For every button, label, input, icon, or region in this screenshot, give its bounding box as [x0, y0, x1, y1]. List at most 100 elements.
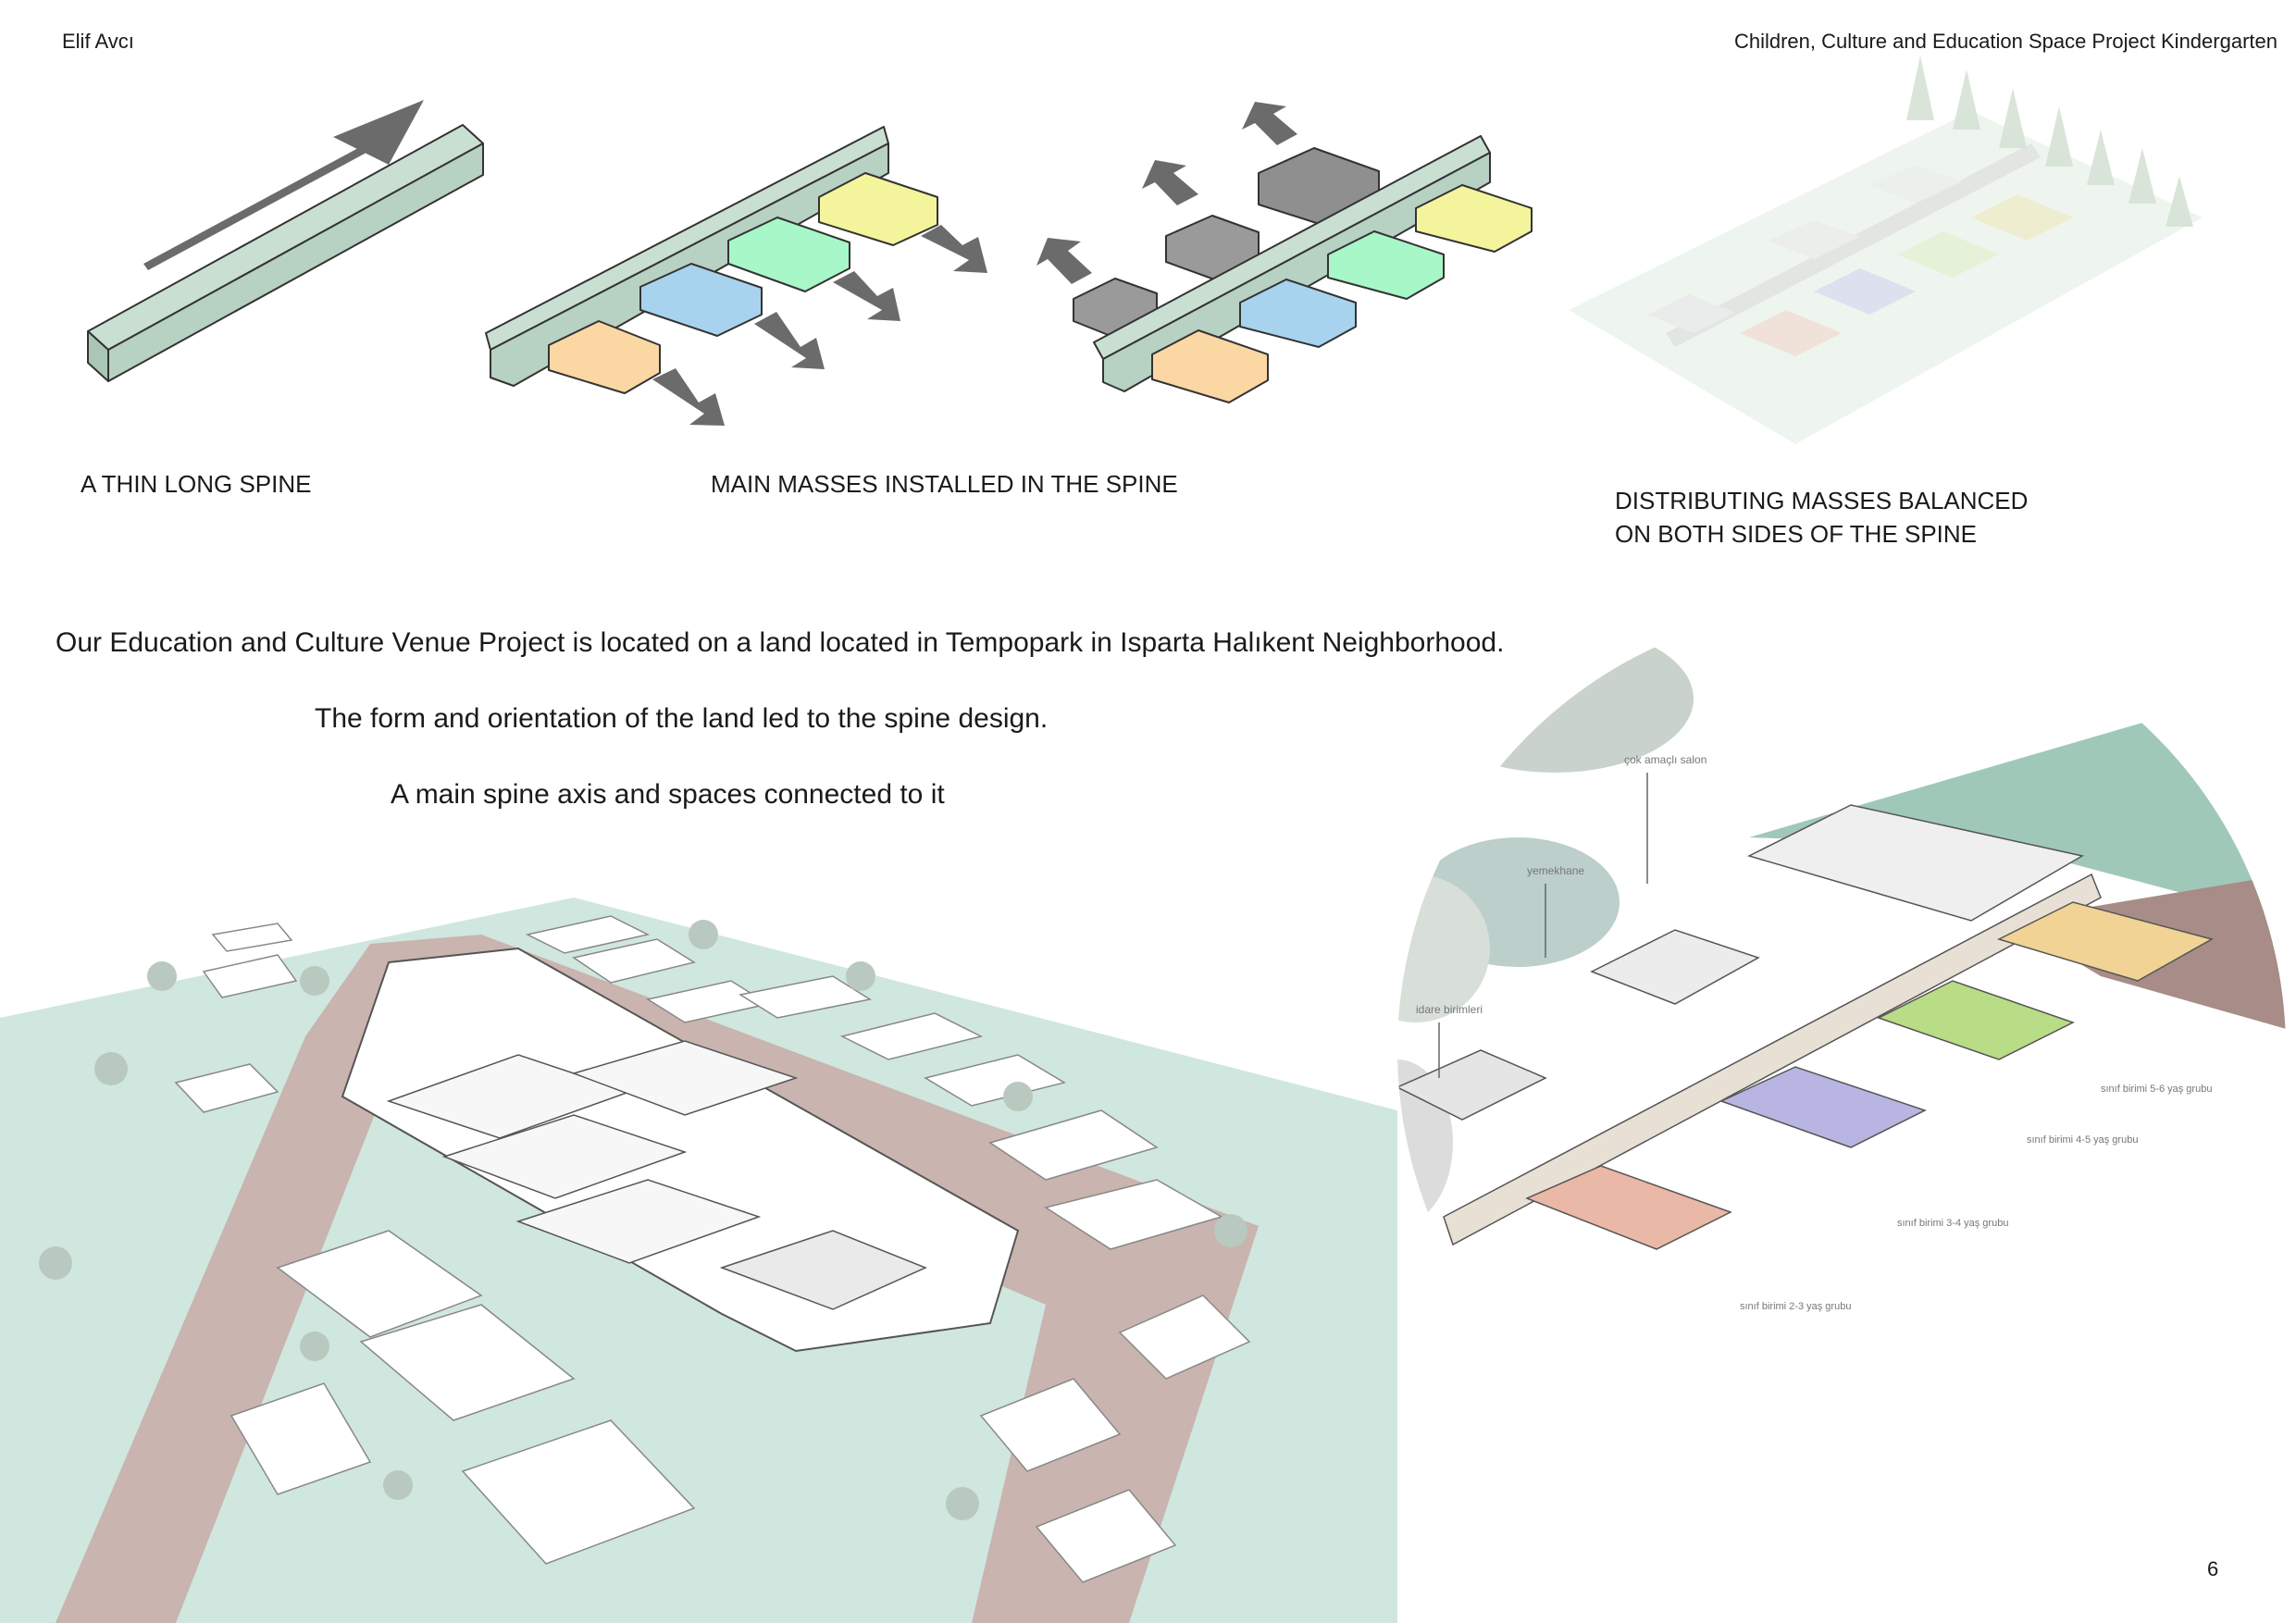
neighbour-building: [461, 1419, 696, 1565]
author-name: Elif Avcı: [62, 30, 134, 53]
label-dining-hall: yemekhane: [1527, 864, 1584, 877]
direction-arrow-head: [333, 100, 424, 165]
dining-hall: [1590, 929, 1760, 1005]
neighbour-building: [276, 1230, 483, 1338]
neighbour-building: [1118, 1295, 1251, 1380]
spine-top: [87, 124, 484, 351]
caption-step1: A THIN LONG SPINE: [81, 470, 312, 498]
tree: [1003, 1082, 1033, 1111]
neighbour-building: [839, 1012, 984, 1060]
tree: [383, 1470, 413, 1500]
spine-diagram: [87, 100, 484, 382]
arrow: [1036, 238, 1092, 284]
mass-orange: [548, 320, 661, 394]
tree: [1214, 1214, 1247, 1247]
amphitheatre: [719, 1230, 927, 1310]
spine-side: [107, 142, 484, 382]
neighbour-building: [525, 915, 651, 954]
class-unit-3-4: [1719, 1066, 1927, 1148]
faded-spine: [1666, 143, 2041, 347]
neighbour-building: [1035, 1489, 1177, 1583]
faded-mass: [1897, 231, 1999, 278]
caption-step3: DISTRIBUTING MASSES BALANCED ON BOTH SID…: [1615, 487, 2029, 548]
tree: [1999, 88, 2027, 148]
description-line-1: Our Education and Culture Venue Project …: [56, 627, 1505, 658]
tree: [2045, 106, 2073, 167]
mass-yellow: [1415, 184, 1533, 253]
mass-green: [727, 217, 850, 292]
label-class-3-4: sınıf birimi 3-4 yaş grubu: [1897, 1218, 2008, 1229]
caption-step2: MAIN MASSES INSTALLED IN THE SPINE: [711, 470, 1178, 498]
tree: [689, 920, 718, 949]
faded-mass: [1971, 194, 2073, 241]
faded-mass: [1740, 310, 1842, 356]
administration-block: [1397, 1049, 1547, 1121]
tree: [300, 966, 329, 996]
faded-mass: [1768, 220, 1860, 259]
neighbour-building: [211, 923, 293, 952]
neighbour-building: [988, 1109, 1159, 1181]
building-block: [441, 1114, 688, 1199]
page-number: 6: [2207, 1557, 2219, 1580]
label-class-4-5: sınıf birimi 4-5 yaş grubu: [2027, 1134, 2138, 1146]
tree: [2087, 130, 2115, 185]
tree: [39, 1246, 72, 1280]
site-perspective: [1569, 56, 2203, 444]
neighbour-building: [572, 938, 696, 984]
neighbour-building: [738, 975, 872, 1019]
green-wedge: [1749, 708, 2286, 921]
neighbour-building: [1044, 1179, 1223, 1250]
arrow: [652, 368, 725, 426]
building-block: [571, 1040, 799, 1116]
neighbour-building: [359, 1304, 576, 1421]
tree: [1953, 69, 1980, 130]
neighbour-building: [924, 1054, 1066, 1107]
axonometric-plan: çok amaçlı salon yemekhane idare birimle…: [1397, 643, 2286, 1476]
label-class-2-3: sınıf birimi 2-3 yaş grubu: [1740, 1301, 1851, 1312]
direction-arrow: [143, 134, 389, 270]
mass-orange: [1151, 329, 1269, 403]
neighbour-building: [230, 1382, 372, 1495]
tree: [846, 961, 875, 991]
label-class-5-6: sınıf birimi 5-6 yaş grubu: [2101, 1084, 2212, 1095]
arrow: [833, 271, 900, 321]
mass-green: [1327, 230, 1445, 300]
neighbour-building: [202, 954, 298, 998]
faded-mass: [1647, 294, 1735, 333]
building-block: [515, 1179, 762, 1264]
class-unit-2-3: [1525, 1165, 1732, 1250]
arrow: [1142, 160, 1198, 205]
tree: [1906, 56, 1934, 120]
multipurpose-hall: [1746, 804, 2085, 922]
corridor-spine: [1443, 873, 2102, 1246]
description-line-3: A main spine axis and spaces connected t…: [391, 779, 945, 810]
neighbour-building: [979, 1378, 1122, 1472]
mass-blue: [1239, 279, 1357, 348]
tree: [946, 1487, 979, 1520]
neighbour-building: [174, 1063, 279, 1113]
tree: [2166, 176, 2193, 227]
mass-yellow: [818, 172, 938, 246]
masses-diagram: [485, 126, 987, 426]
tree: [147, 961, 177, 991]
cloud: [1397, 874, 1490, 1022]
project-title: Children, Culture and Education Space Pr…: [1733, 30, 2277, 53]
arrow: [921, 225, 987, 273]
label-multipurpose-hall: çok amaçlı salon: [1624, 753, 1706, 766]
arrow: [754, 312, 825, 369]
tree: [2128, 148, 2156, 204]
mass-blue: [639, 263, 763, 337]
faded-mass: [1869, 165, 1962, 204]
road: [56, 935, 1259, 1623]
arrow: [1242, 102, 1297, 145]
balanced-diagram: [1036, 102, 1533, 403]
label-administration: idare birimleri: [1416, 1003, 1483, 1016]
site-ground: [1569, 111, 2203, 444]
tree: [94, 1052, 128, 1085]
class-unit-4-5: [1877, 980, 2075, 1060]
class-unit-5-6: [1996, 901, 2214, 982]
site-plan-perspective: [0, 898, 1397, 1623]
tree: [300, 1332, 329, 1361]
faded-mass: [1814, 268, 1916, 315]
description-line-2: The form and orientation of the land led…: [315, 703, 1049, 734]
